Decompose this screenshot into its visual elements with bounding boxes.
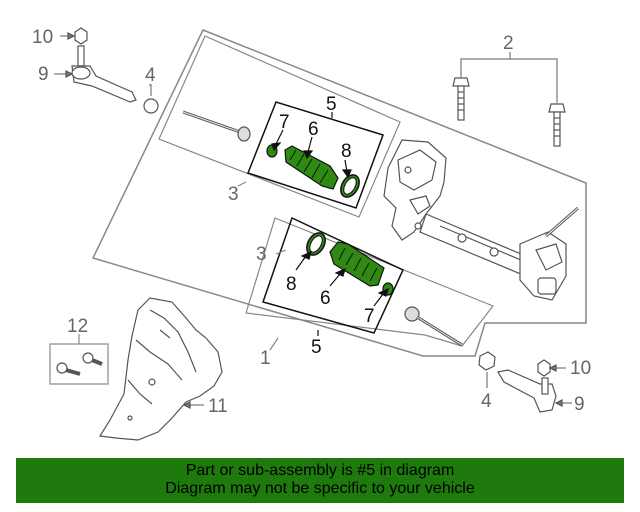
boot-lower: [329, 241, 385, 287]
nut-lower: [537, 359, 551, 377]
banner-line-2: Diagram may not be specific to your vehi…: [165, 480, 475, 497]
callout-5-upper: 5: [326, 94, 337, 115]
bolt-left: [452, 77, 470, 121]
bolt-right: [548, 103, 566, 147]
callout-8-upper: 8: [341, 141, 352, 162]
callout-10-upper: 10: [32, 27, 53, 48]
boot-kit-lower-parts: [306, 232, 394, 296]
grey-leader-lines: [149, 84, 287, 351]
dust-cap-lower: [478, 351, 496, 371]
boot-upper: [284, 145, 339, 190]
boot-kit-box-upper: [158, 35, 401, 218]
callout-3-lower: 3: [256, 244, 267, 265]
callout-4-lower: 4: [481, 391, 492, 412]
callout-7-upper: 7: [279, 112, 290, 133]
boot-kit-upper-parts: [266, 144, 360, 198]
steering-gear-outline: [91, 29, 587, 357]
callout-5-lower: 5: [311, 337, 322, 358]
inner-tie-rod-lower: [404, 306, 463, 347]
callout-6-upper: 6: [308, 119, 319, 140]
callout-12: 12: [67, 316, 88, 337]
callout-9-lower: 9: [574, 394, 585, 415]
heat-shield: [98, 297, 223, 441]
sub-assembly-banner: Part or sub-assembly is #5 in diagram Di…: [16, 458, 624, 503]
outer-tie-rod-lower: [478, 351, 572, 413]
heat-shield-bolts: [49, 334, 109, 385]
callout-1: 1: [260, 348, 271, 369]
inner-tie-rod-upper: [182, 110, 251, 142]
boot-kit-box-lower: [245, 216, 494, 347]
callout-10-lower: 10: [570, 358, 591, 379]
outer-tie-rod-upper: [54, 27, 159, 114]
callout-6-lower: 6: [320, 288, 331, 309]
callout-8-lower: 8: [286, 274, 297, 295]
callout-9-upper: 9: [38, 64, 49, 85]
callout-11: 11: [208, 396, 228, 417]
nut-upper: [74, 27, 88, 45]
leader-lines: [271, 112, 389, 336]
banner-line-1: Part or sub-assembly is #5 in diagram: [185, 462, 455, 479]
callout-2: 2: [503, 33, 514, 54]
dust-cap-upper: [143, 98, 159, 114]
callout-7-lower: 7: [364, 306, 375, 327]
callout-4-upper: 4: [145, 65, 156, 86]
steering-gear-housing: [383, 139, 579, 301]
callout-3-upper: 3: [228, 184, 239, 205]
mounting-bolts: [452, 52, 566, 147]
